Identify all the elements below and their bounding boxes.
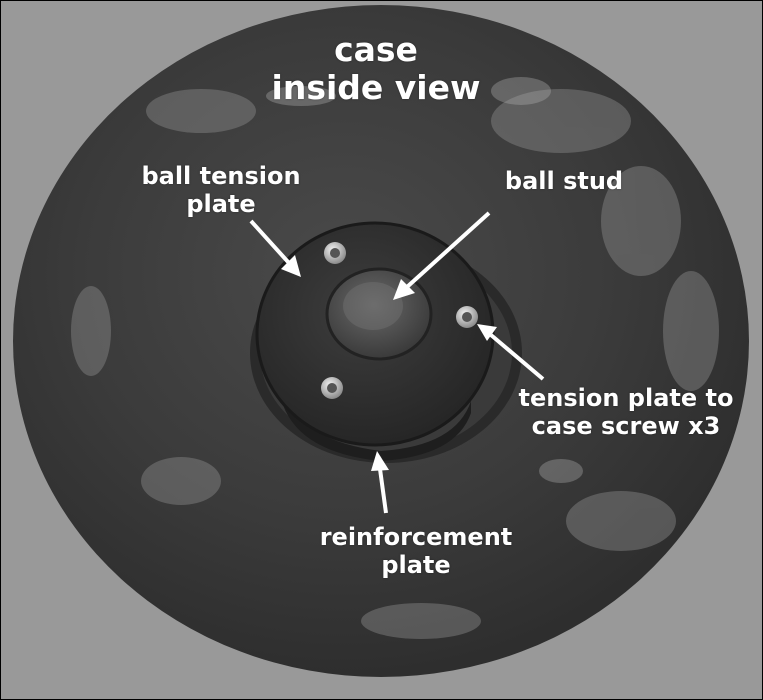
ball-tension-plate-label-line-2: plate bbox=[186, 190, 256, 218]
annotation-arrows bbox=[249, 211, 545, 514]
case-wear-marks bbox=[71, 89, 719, 639]
title-label: case inside view bbox=[251, 31, 501, 107]
arrow-tension-plate-screw bbox=[477, 324, 545, 381]
title-line-1: case bbox=[334, 30, 418, 69]
ball-tension-plate-label-line-1: ball tension bbox=[141, 162, 301, 190]
arrow-ball-tension-plate bbox=[249, 219, 301, 277]
ball-stud-label-line-1: ball stud bbox=[504, 167, 624, 195]
reinforcement-plate bbox=[283, 393, 471, 461]
arrow-ball-stud bbox=[393, 211, 491, 300]
reinforcement-plate-label-line-1: reinforcement bbox=[319, 523, 513, 551]
ball-tension-plate-label: ball tension plate bbox=[121, 162, 321, 218]
tension-plate-screw-label-line-2: case screw x3 bbox=[531, 412, 721, 440]
tension-plate-screw-label: tension plate to case screw x3 bbox=[511, 384, 741, 440]
title-line-2: inside view bbox=[271, 68, 481, 107]
reinforcement-plate-label-line-2: plate bbox=[381, 551, 451, 579]
arrow-reinforcement-plate bbox=[371, 451, 389, 514]
tension-plate-screws bbox=[321, 242, 478, 399]
tension-plate-screw-label-line-1: tension plate to bbox=[518, 384, 734, 412]
reinforcement-plate-label: reinforcement plate bbox=[291, 523, 541, 579]
ball-stud-label: ball stud bbox=[479, 167, 649, 195]
